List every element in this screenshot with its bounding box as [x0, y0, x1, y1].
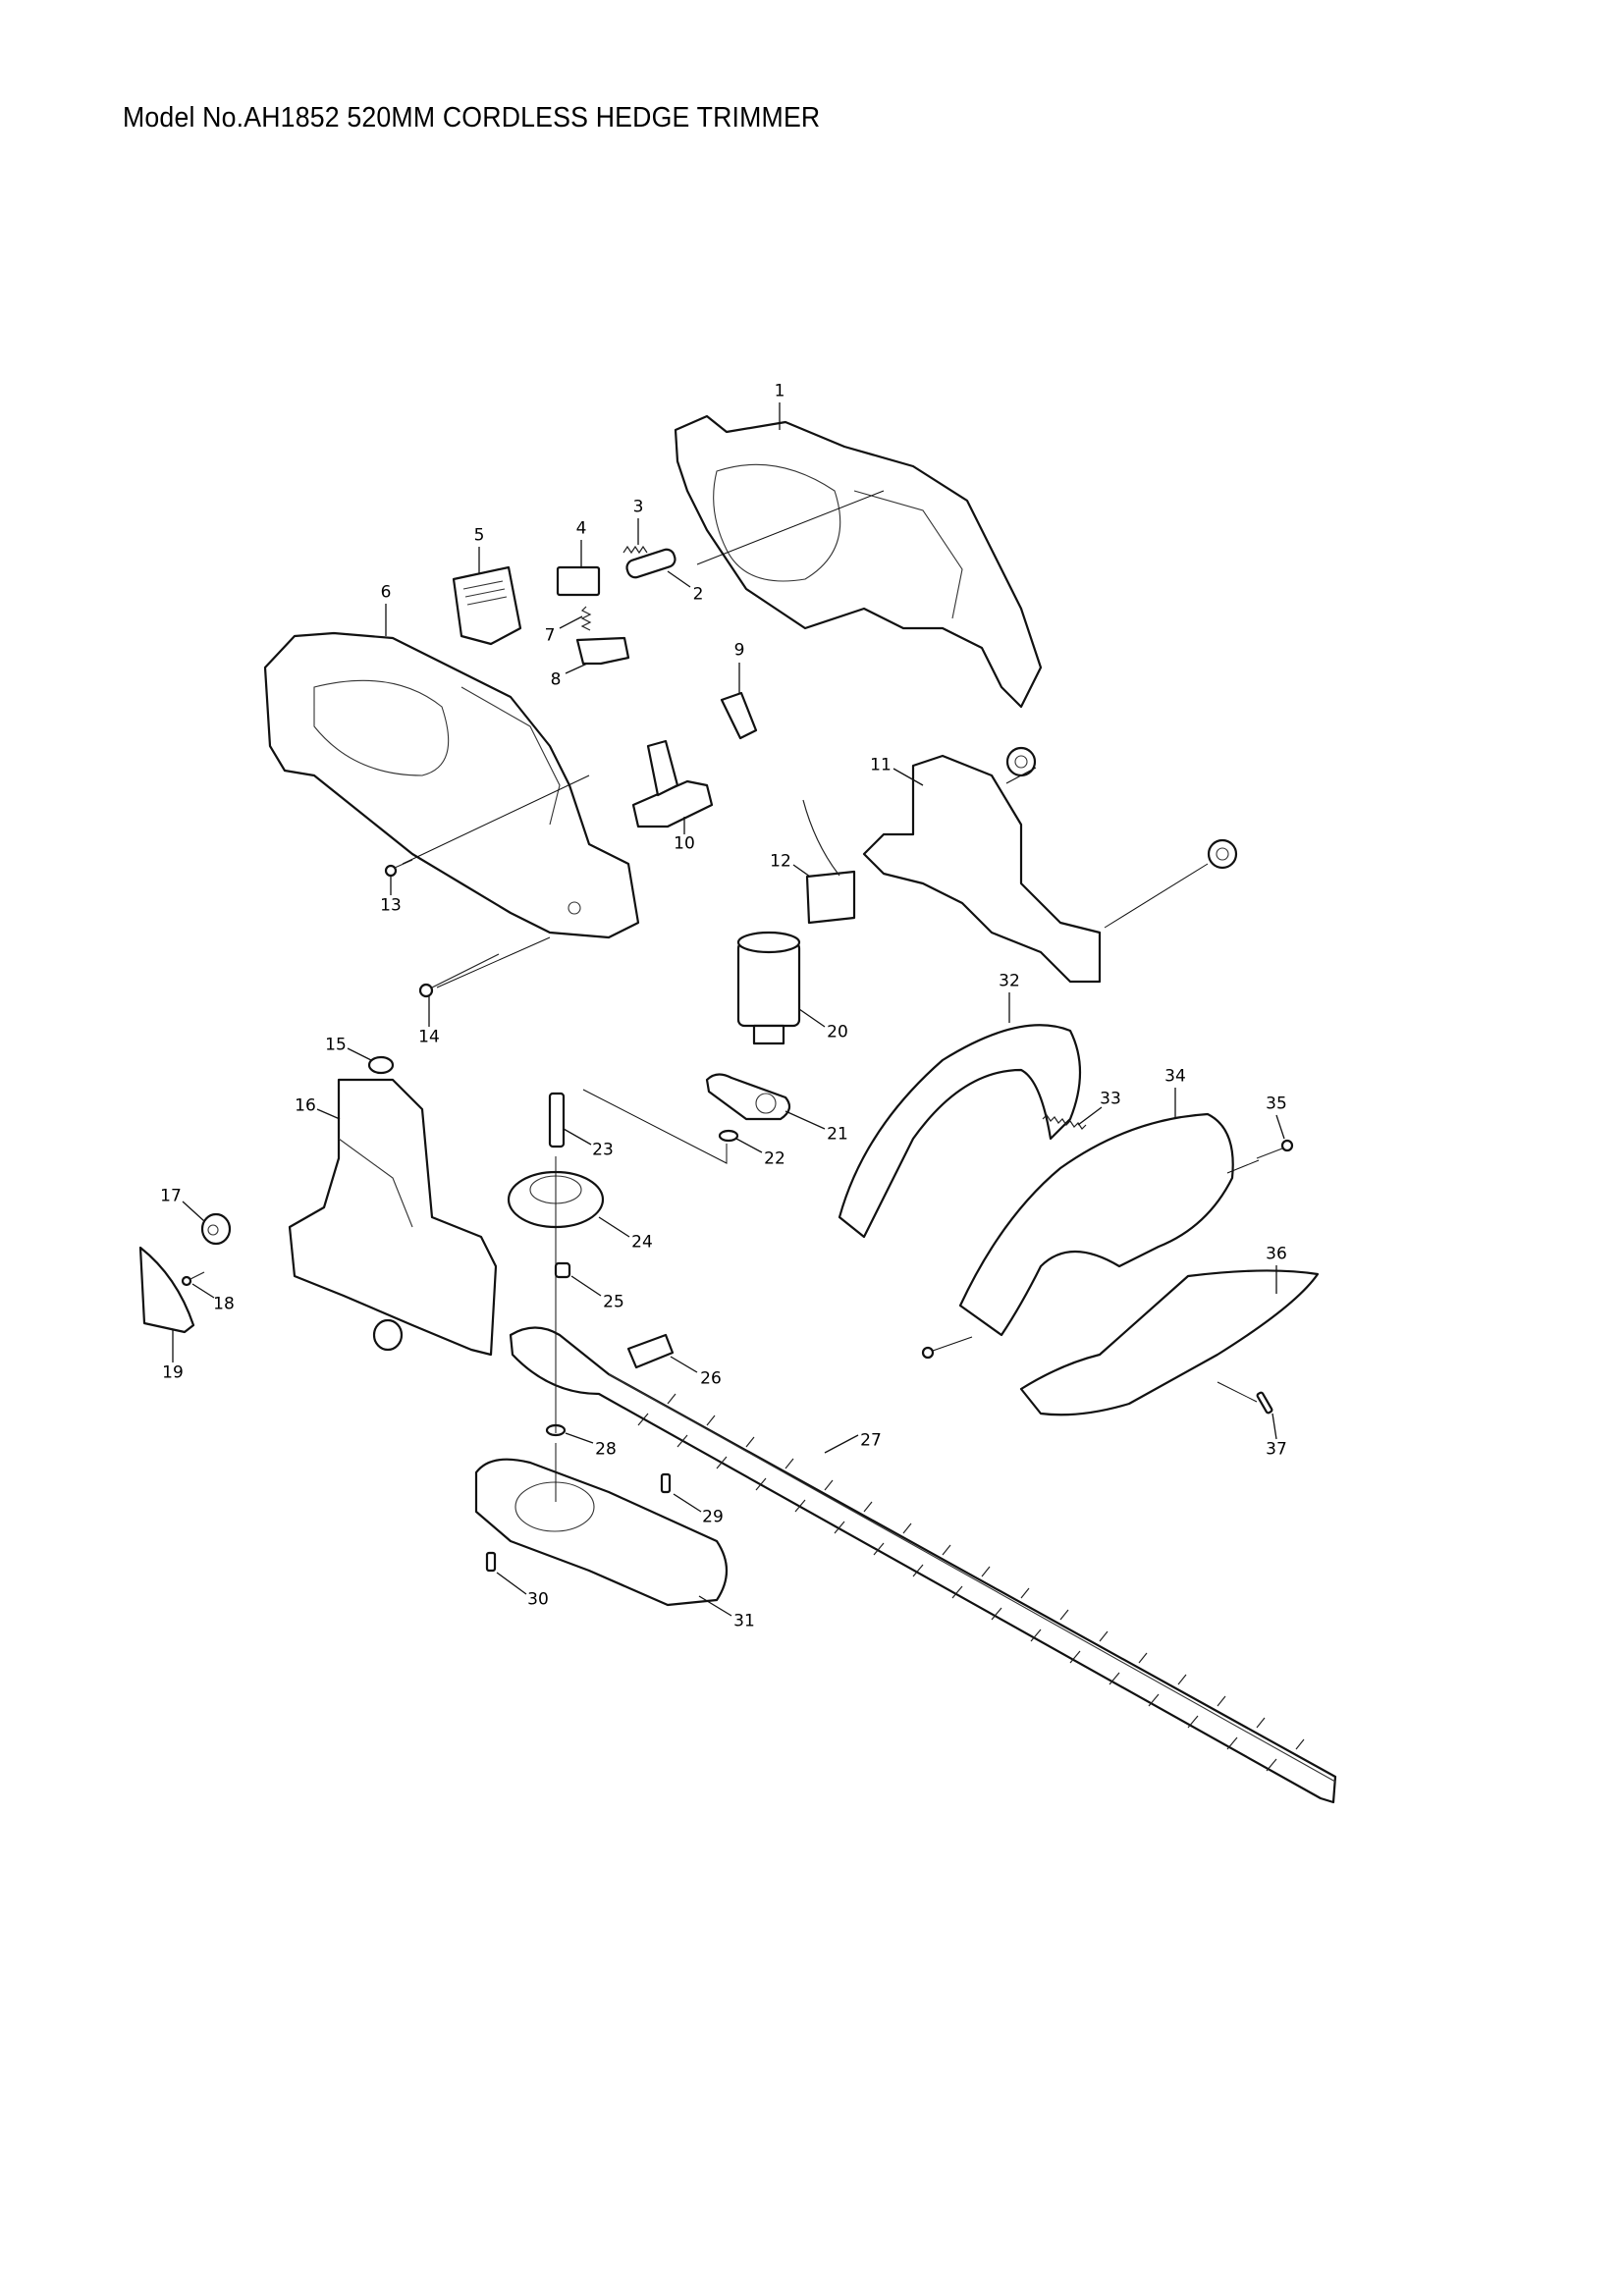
callout-6: 6: [380, 582, 392, 603]
screw-37: [1256, 1391, 1273, 1415]
screw-35: [1256, 1139, 1294, 1159]
callout-34: 34: [1164, 1066, 1186, 1087]
label-plate: [138, 1246, 195, 1334]
pin: [625, 548, 676, 579]
front-handle: [838, 1024, 1082, 1239]
callout-32: 32: [999, 971, 1020, 991]
callout-19: 19: [162, 1362, 184, 1383]
guide-block: [626, 1333, 675, 1369]
callout-37: 37: [1266, 1439, 1287, 1460]
callout-5: 5: [473, 525, 485, 546]
callout-9: 9: [733, 640, 745, 661]
page-title: Model No.AH1852 520MM CORDLESS HEDGE TRI…: [123, 102, 821, 133]
screw-handle: [921, 1346, 935, 1360]
switch-lever: [631, 739, 714, 828]
motor: [736, 931, 801, 1045]
callout-12: 12: [770, 851, 791, 872]
washer-22: [718, 1129, 739, 1143]
bushing: [554, 1261, 571, 1279]
callout-29: 29: [702, 1507, 724, 1527]
callout-24: 24: [631, 1232, 653, 1253]
switch: [556, 565, 601, 597]
rear-handle: [958, 1112, 1234, 1337]
callout-11: 11: [870, 755, 892, 775]
leader-lines: [172, 402, 1285, 1617]
callout-16: 16: [295, 1095, 316, 1116]
bumper-17: [200, 1212, 404, 1352]
screw-long: [418, 953, 500, 998]
callout-17: 17: [160, 1186, 182, 1206]
callout-4: 4: [575, 518, 587, 539]
callout-13: 13: [380, 895, 402, 916]
callout-21: 21: [827, 1124, 848, 1145]
trigger: [575, 636, 630, 666]
screw-18: [181, 1271, 205, 1287]
callout-26: 26: [700, 1368, 722, 1389]
callout-14: 14: [418, 1027, 440, 1047]
callout-20: 20: [827, 1022, 848, 1042]
gear-housing: [288, 1055, 498, 1357]
callout-25: 25: [603, 1292, 624, 1312]
motor-bracket: [705, 1073, 791, 1121]
callout-28: 28: [595, 1439, 617, 1460]
gear-cover: [474, 1458, 728, 1607]
screw-30: [485, 1551, 497, 1573]
callout-30: 30: [527, 1589, 549, 1610]
callout-18: 18: [213, 1294, 235, 1314]
callout-35: 35: [1266, 1094, 1287, 1114]
screw-29: [660, 1472, 672, 1494]
screw-13: [384, 859, 413, 878]
callout-7: 7: [544, 625, 556, 646]
connector: [720, 691, 758, 740]
callout-10: 10: [674, 833, 695, 854]
spring: [580, 606, 592, 631]
callout-22: 22: [764, 1148, 785, 1169]
brush-pad: [802, 799, 856, 925]
handle-cover: [1019, 1269, 1320, 1416]
callout-36: 36: [1266, 1244, 1287, 1264]
switch-plate: [452, 565, 522, 646]
motor-housing: [862, 746, 1238, 984]
callout-2: 2: [692, 584, 704, 605]
callout-23: 23: [592, 1140, 614, 1160]
housing-right: [674, 414, 1043, 709]
callout-31: 31: [733, 1611, 755, 1631]
shaft: [548, 1092, 566, 1148]
callout-27: 27: [860, 1430, 882, 1451]
callout-1: 1: [774, 381, 785, 401]
callout-3: 3: [632, 497, 644, 517]
callout-15: 15: [325, 1035, 347, 1055]
callout-8: 8: [550, 669, 562, 690]
blade: [509, 1326, 1337, 1804]
spring-small: [622, 545, 648, 555]
callout-33: 33: [1100, 1089, 1121, 1109]
housing-left: [263, 631, 640, 939]
